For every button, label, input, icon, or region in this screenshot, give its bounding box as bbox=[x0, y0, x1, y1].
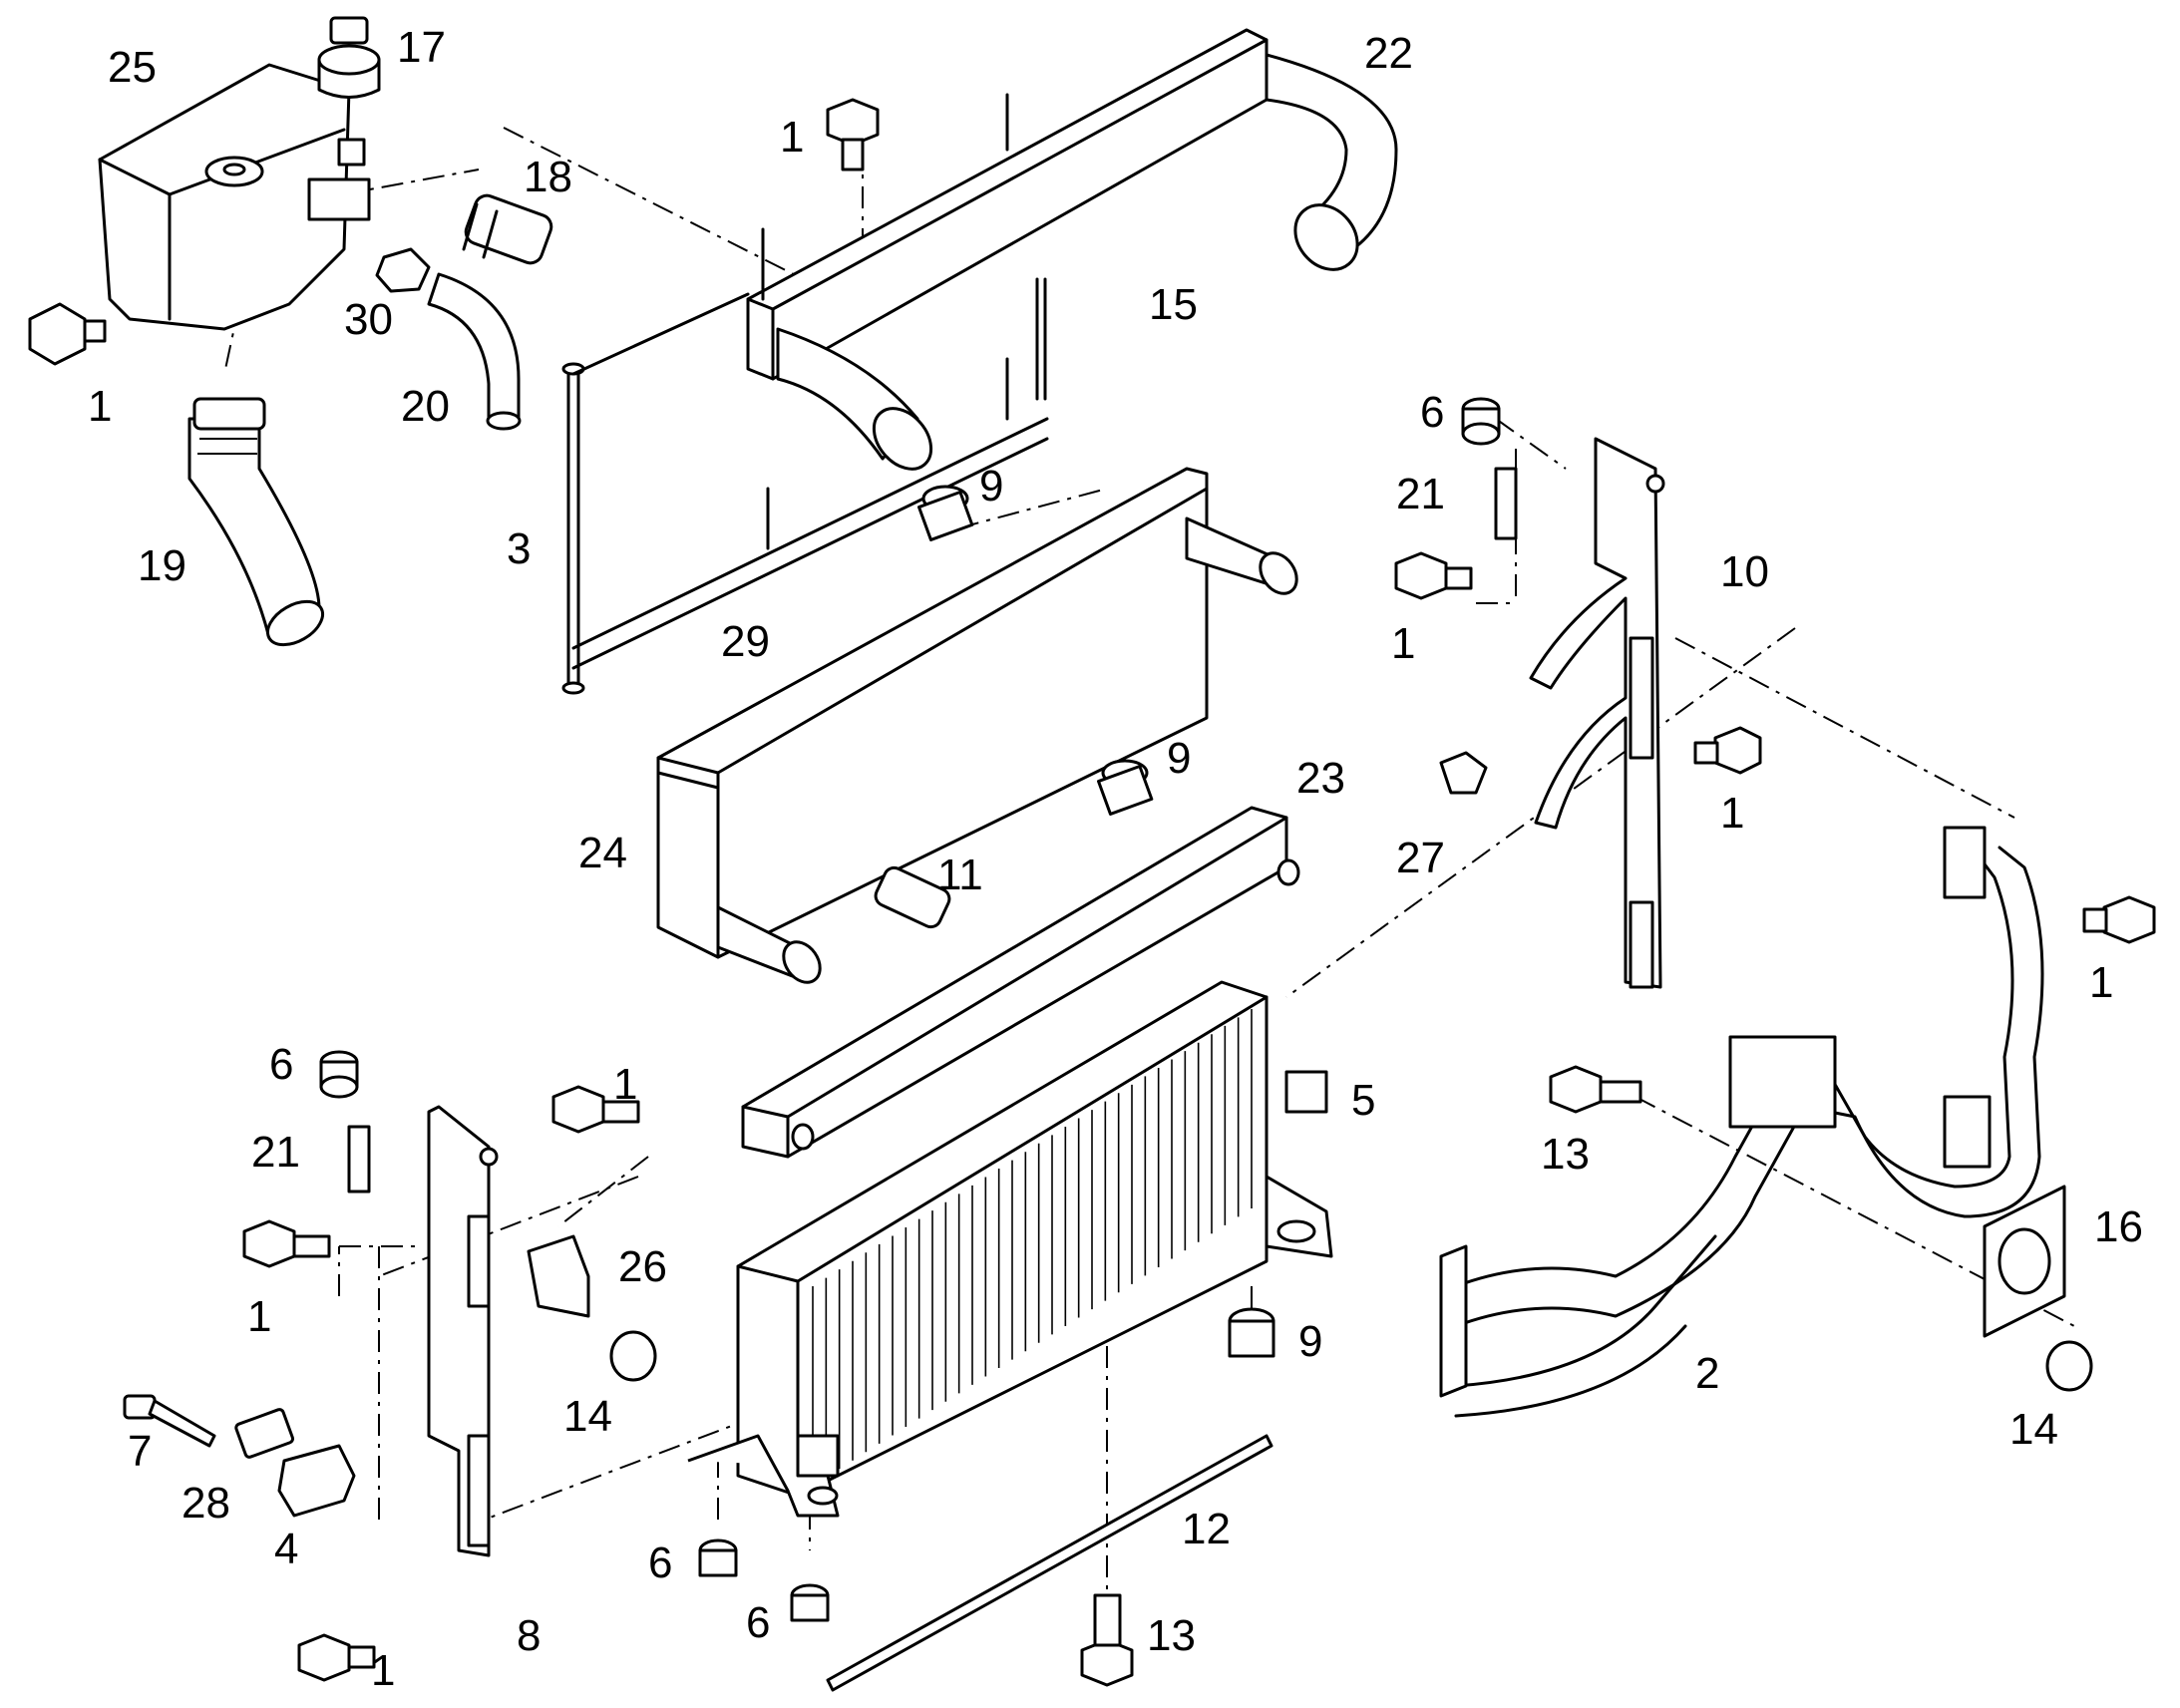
callout-1: 1 bbox=[780, 113, 804, 162]
side-bracket-8 bbox=[427, 1105, 590, 1557]
callout-17: 17 bbox=[397, 23, 446, 72]
hose-fitting-18 bbox=[462, 193, 553, 265]
callout-7: 7 bbox=[128, 1427, 152, 1476]
nut-30 bbox=[375, 247, 431, 293]
elbow-hose-19 bbox=[187, 397, 324, 647]
callout-1: 1 bbox=[247, 1292, 271, 1341]
callout-25: 25 bbox=[108, 43, 157, 92]
charge-air-tube-22 bbox=[746, 28, 1398, 471]
callout-20: 20 bbox=[401, 382, 450, 431]
fuel-cooler-23 bbox=[741, 806, 1300, 1159]
callout-29: 29 bbox=[721, 617, 770, 666]
callout-1: 1 bbox=[1720, 789, 1744, 838]
callout-9: 9 bbox=[1298, 1317, 1322, 1366]
callout-1: 1 bbox=[88, 382, 112, 431]
callout-27: 27 bbox=[1396, 834, 1445, 882]
radiator-fins bbox=[812, 1009, 1253, 1486]
callout-30: 30 bbox=[344, 295, 393, 344]
callout-labels: 25 17 22 1 18 15 30 1 20 6 21 9 3 19 10 … bbox=[88, 23, 2143, 1695]
callout-21: 21 bbox=[1396, 470, 1445, 518]
callout-18: 18 bbox=[524, 153, 572, 201]
callout-6: 6 bbox=[269, 1040, 293, 1089]
callout-22: 22 bbox=[1364, 29, 1413, 78]
callout-3: 3 bbox=[507, 524, 531, 573]
callout-26: 26 bbox=[618, 1242, 667, 1291]
callout-15: 15 bbox=[1149, 280, 1198, 329]
mounting-plate-16 bbox=[1983, 1185, 2066, 1338]
filler-cap bbox=[317, 16, 381, 167]
callout-16: 16 bbox=[2094, 1202, 2143, 1251]
callout-1: 1 bbox=[1391, 619, 1415, 668]
callout-6: 6 bbox=[1420, 388, 1444, 437]
callout-19: 19 bbox=[138, 541, 186, 590]
callout-4: 4 bbox=[274, 1525, 298, 1573]
callout-14: 14 bbox=[563, 1392, 612, 1441]
callout-24: 24 bbox=[578, 829, 627, 877]
bracket-frame-3 bbox=[561, 93, 1049, 695]
callout-12: 12 bbox=[1182, 1505, 1231, 1553]
grommets-nuts-clamps bbox=[234, 397, 2093, 1622]
elbow-hose-20 bbox=[427, 272, 522, 431]
callout-9: 9 bbox=[979, 462, 1003, 511]
callout-1: 1 bbox=[371, 1646, 395, 1695]
callout-5: 5 bbox=[1351, 1076, 1375, 1125]
expansion-tank bbox=[98, 63, 371, 331]
callout-14: 14 bbox=[2009, 1405, 2058, 1454]
callout-1: 1 bbox=[613, 1060, 637, 1109]
support-frame-2 bbox=[1439, 826, 2044, 1418]
bolts bbox=[28, 98, 2156, 1687]
callout-13: 13 bbox=[1541, 1130, 1590, 1179]
side-bracket-10 bbox=[1529, 437, 1665, 989]
callout-2: 2 bbox=[1695, 1349, 1719, 1398]
callout-10: 10 bbox=[1720, 547, 1769, 596]
callout-21: 21 bbox=[251, 1128, 300, 1177]
callout-9: 9 bbox=[1167, 734, 1191, 783]
callout-8: 8 bbox=[517, 1611, 541, 1660]
callout-11: 11 bbox=[937, 851, 983, 899]
strip-12 bbox=[826, 1434, 1273, 1692]
radiator-core-5 bbox=[687, 980, 1333, 1518]
callout-6: 6 bbox=[648, 1538, 672, 1587]
callout-6: 6 bbox=[746, 1598, 770, 1647]
callout-28: 28 bbox=[182, 1479, 230, 1528]
oil-cooler-29 bbox=[656, 467, 1298, 984]
callout-13: 13 bbox=[1147, 1611, 1196, 1660]
callout-23: 23 bbox=[1296, 754, 1345, 803]
callout-1: 1 bbox=[2089, 958, 2113, 1007]
